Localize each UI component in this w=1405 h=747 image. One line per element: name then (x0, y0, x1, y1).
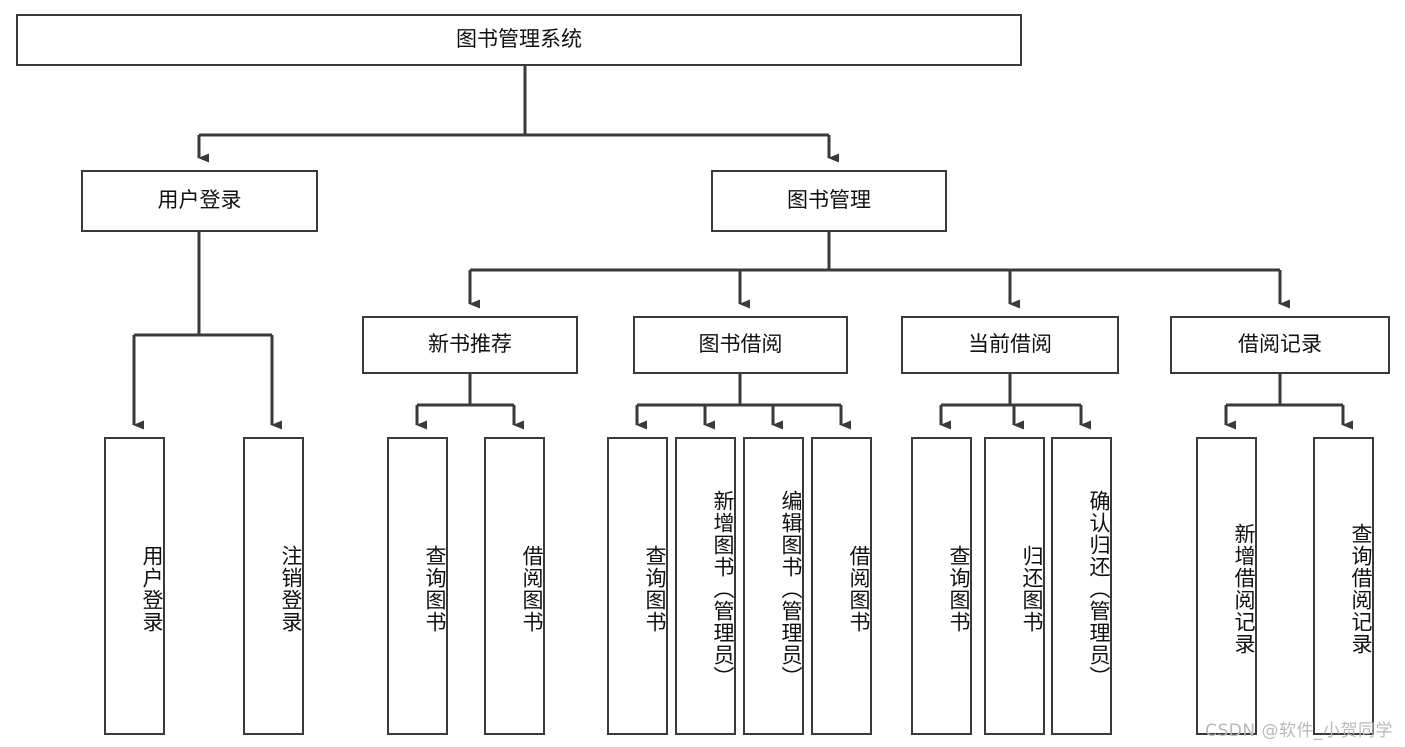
node-leaf-label: 编辑图书（管理员） (779, 490, 803, 688)
node-l3-label: 新书推荐 (428, 332, 512, 357)
node-leaf-return-book[interactable]: 归还图书 (984, 437, 1045, 735)
node-l3-current-borrow[interactable]: 当前借阅 (901, 316, 1119, 374)
node-l2-user-login[interactable]: 用户登录 (81, 170, 318, 232)
node-l2-book-management[interactable]: 图书管理 (711, 170, 947, 232)
node-leaf-logout[interactable]: 注销登录 (243, 437, 304, 735)
node-l3-new-book-recommend[interactable]: 新书推荐 (362, 316, 578, 374)
node-l3-label: 图书借阅 (698, 332, 783, 357)
node-l3-label: 借阅记录 (1238, 332, 1322, 357)
node-leaf-query-book[interactable]: 查询图书 (911, 437, 972, 735)
node-leaf-borrow-book[interactable]: 借阅图书 (811, 437, 872, 735)
node-leaf-label: 查询图书 (423, 545, 447, 633)
node-l3-book-borrow[interactable]: 图书借阅 (633, 316, 848, 374)
node-root-label: 图书管理系统 (456, 27, 582, 52)
node-l3-borrow-record[interactable]: 借阅记录 (1170, 316, 1390, 374)
node-leaf-query-book[interactable]: 查询图书 (387, 437, 448, 735)
node-leaf-label: 新增图书（管理员） (711, 490, 735, 688)
node-leaf-label: 注销登录 (279, 545, 303, 633)
node-leaf-query-borrow-record[interactable]: 查询借阅记录 (1313, 437, 1374, 735)
node-leaf-label: 查询图书 (643, 545, 667, 633)
node-leaf-label: 借阅图书 (847, 545, 871, 633)
node-leaf-label: 归还图书 (1020, 545, 1044, 633)
node-leaf-label: 借阅图书 (520, 545, 544, 633)
node-leaf-label: 查询借阅记录 (1349, 523, 1373, 655)
node-leaf-edit-book-admin[interactable]: 编辑图书（管理员） (743, 437, 804, 735)
node-leaf-borrow-book[interactable]: 借阅图书 (484, 437, 545, 735)
node-root-system[interactable]: 图书管理系统 (16, 14, 1022, 66)
node-l2-label: 图书管理 (787, 188, 871, 213)
node-leaf-user-login[interactable]: 用户登录 (104, 437, 165, 735)
node-leaf-label: 查询图书 (947, 545, 971, 633)
node-leaf-label: 新增借阅记录 (1232, 523, 1256, 655)
node-leaf-add-borrow-record[interactable]: 新增借阅记录 (1196, 437, 1257, 735)
node-leaf-label: 确认归还（管理员） (1087, 490, 1111, 688)
node-leaf-confirm-return-admin[interactable]: 确认归还（管理员） (1051, 437, 1112, 735)
node-l2-label: 用户登录 (157, 188, 242, 213)
node-leaf-query-book[interactable]: 查询图书 (607, 437, 668, 735)
node-l3-label: 当前借阅 (968, 332, 1052, 357)
node-leaf-label: 用户登录 (140, 545, 164, 633)
node-leaf-add-book-admin[interactable]: 新增图书（管理员） (675, 437, 736, 735)
